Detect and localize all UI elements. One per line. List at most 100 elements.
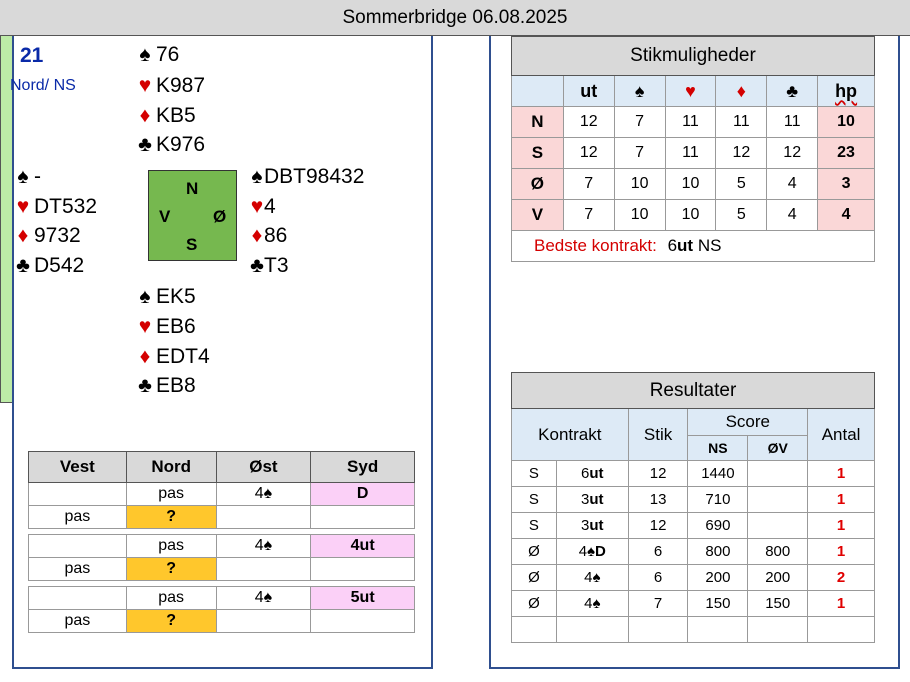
hp-cell: 4: [817, 199, 875, 231]
question-cell[interactable]: ?: [125, 505, 217, 529]
board-number: 21: [20, 44, 44, 67]
trick-cell: 12: [766, 137, 819, 169]
result-row: S 6ut 12 1440 1: [511, 460, 875, 487]
trick-cell: 7: [562, 199, 615, 231]
bid-cell: pas: [28, 505, 127, 529]
spade-icon: ♠: [139, 285, 151, 308]
results-title: Resultater: [511, 372, 875, 409]
north-hearts: ♥K987: [134, 74, 205, 98]
compass-west: V: [159, 207, 171, 226]
question-cell[interactable]: ?: [125, 557, 217, 581]
tricks-cell: 6: [627, 538, 689, 565]
trick-cell: 4: [766, 199, 819, 231]
diamond-icon: ♦: [251, 224, 263, 247]
count-cell: 1: [807, 590, 875, 617]
tricks-row: N 12 7 11 11 11 10: [511, 106, 875, 138]
result-row: S 3ut 13 710 1: [511, 486, 875, 513]
tricks-row: V 7 10 10 5 4 4: [511, 199, 875, 231]
bid-cell: 4♠: [215, 482, 312, 506]
club-icon: ♣: [138, 133, 152, 156]
bid-cell: [28, 482, 127, 506]
header-contract: Kontrakt: [511, 408, 629, 461]
deal-title: Sommerbridge 06.08.2025: [0, 0, 910, 36]
result-row: Ø 4♠ 7 150 150 1: [511, 590, 875, 617]
seat-label: Ø: [511, 168, 564, 200]
tricks-cell: 12: [627, 460, 689, 487]
trick-cell: 12: [562, 137, 615, 169]
bid-cell: pas: [125, 482, 217, 506]
header-north: Nord: [125, 451, 217, 483]
trick-cell: 12: [562, 106, 615, 138]
trick-cell: 7: [613, 137, 666, 169]
ov-score-cell: 200: [747, 564, 809, 591]
bid-row: pas 4♠ 4ut: [28, 534, 415, 558]
bid-cell: [215, 609, 312, 633]
bid-cell: pas: [125, 586, 217, 610]
bid-row: pas 4♠ D: [28, 482, 415, 506]
count-cell: 2: [807, 564, 875, 591]
ov-score-cell: [747, 512, 809, 539]
bid-cell: pas: [28, 557, 127, 581]
count-cell: [807, 616, 875, 643]
hp-cell: 10: [817, 106, 875, 138]
spade-icon: ♠: [592, 595, 601, 612]
ns-score-cell: 200: [687, 564, 749, 591]
bid-row: pas ?: [28, 557, 415, 581]
bid-cell: 4♠: [215, 586, 312, 610]
best-contract-side: NS: [697, 236, 722, 255]
contract-cell: 3ut: [555, 486, 629, 513]
result-row: Ø 4♠ 6 200 200 2: [511, 564, 875, 591]
bid-cell: pas: [125, 534, 217, 558]
spade-icon: ♠: [587, 543, 595, 560]
contract-cell: 6ut: [555, 460, 629, 487]
bid-cell: [310, 557, 415, 581]
result-row: Ø 4♠D 6 800 800 1: [511, 538, 875, 565]
south-diamonds: ♦EDT4: [134, 345, 210, 369]
east-spades: ♠DBT98432: [251, 165, 365, 188]
bid-cell: 4♠: [215, 534, 312, 558]
bid-cell: [28, 534, 127, 558]
header-ov: ØV: [747, 435, 809, 461]
east-hearts: ♥4: [250, 195, 276, 218]
spade-icon: ♠: [251, 165, 263, 188]
header-east: Øst: [215, 451, 312, 483]
north-diamonds: ♦KB5: [134, 104, 196, 128]
club-icon: ♣: [766, 75, 819, 107]
ov-score-cell: [747, 486, 809, 513]
trick-cell: 12: [715, 137, 768, 169]
results-table: Resultater Kontrakt Stik Score Antal NS …: [511, 372, 875, 643]
west-clubs: ♣D542: [12, 254, 84, 278]
spade-icon: ♠: [613, 75, 666, 107]
declarer-cell: Ø: [511, 538, 557, 565]
trick-cell: 5: [715, 199, 768, 231]
best-contract-label: Bedste kontrakt:: [534, 236, 657, 255]
trick-cell: 11: [664, 106, 717, 138]
hp-cell: 3: [817, 168, 875, 200]
diamond-icon: ♦: [715, 75, 768, 107]
trick-cell: 10: [664, 168, 717, 200]
trick-cell: 10: [613, 168, 666, 200]
bid-row: pas 4♠ 5ut: [28, 586, 415, 610]
trick-cell: 7: [613, 106, 666, 138]
bid-cell: [28, 586, 127, 610]
tricks-row: Ø 7 10 10 5 4 3: [511, 168, 875, 200]
bid-cell: [310, 609, 415, 633]
contract-cell: [555, 616, 629, 643]
tricks-header: ut ♠ ♥ ♦ ♣ hp: [511, 75, 875, 107]
tricks-table: Stikmuligheder ut ♠ ♥ ♦ ♣ hp N 12 7 11 1…: [511, 36, 875, 262]
header-score: Score: [687, 408, 809, 436]
trick-cell: 11: [766, 106, 819, 138]
tricks-cell: 7: [627, 590, 689, 617]
tricks-cell: [627, 616, 689, 643]
tricks-cell: 13: [627, 486, 689, 513]
heart-icon: ♥: [16, 195, 30, 218]
west-spades: ♠-: [12, 165, 41, 189]
best-contract: Bedste kontrakt: 6ut NS: [511, 230, 875, 262]
heart-icon: ♥: [664, 75, 717, 107]
question-cell[interactable]: ?: [125, 609, 217, 633]
club-icon: ♣: [138, 374, 152, 397]
header-west: Vest: [28, 451, 127, 483]
trick-cell: 10: [664, 199, 717, 231]
count-cell: 1: [807, 538, 875, 565]
bid-cell: [215, 557, 312, 581]
